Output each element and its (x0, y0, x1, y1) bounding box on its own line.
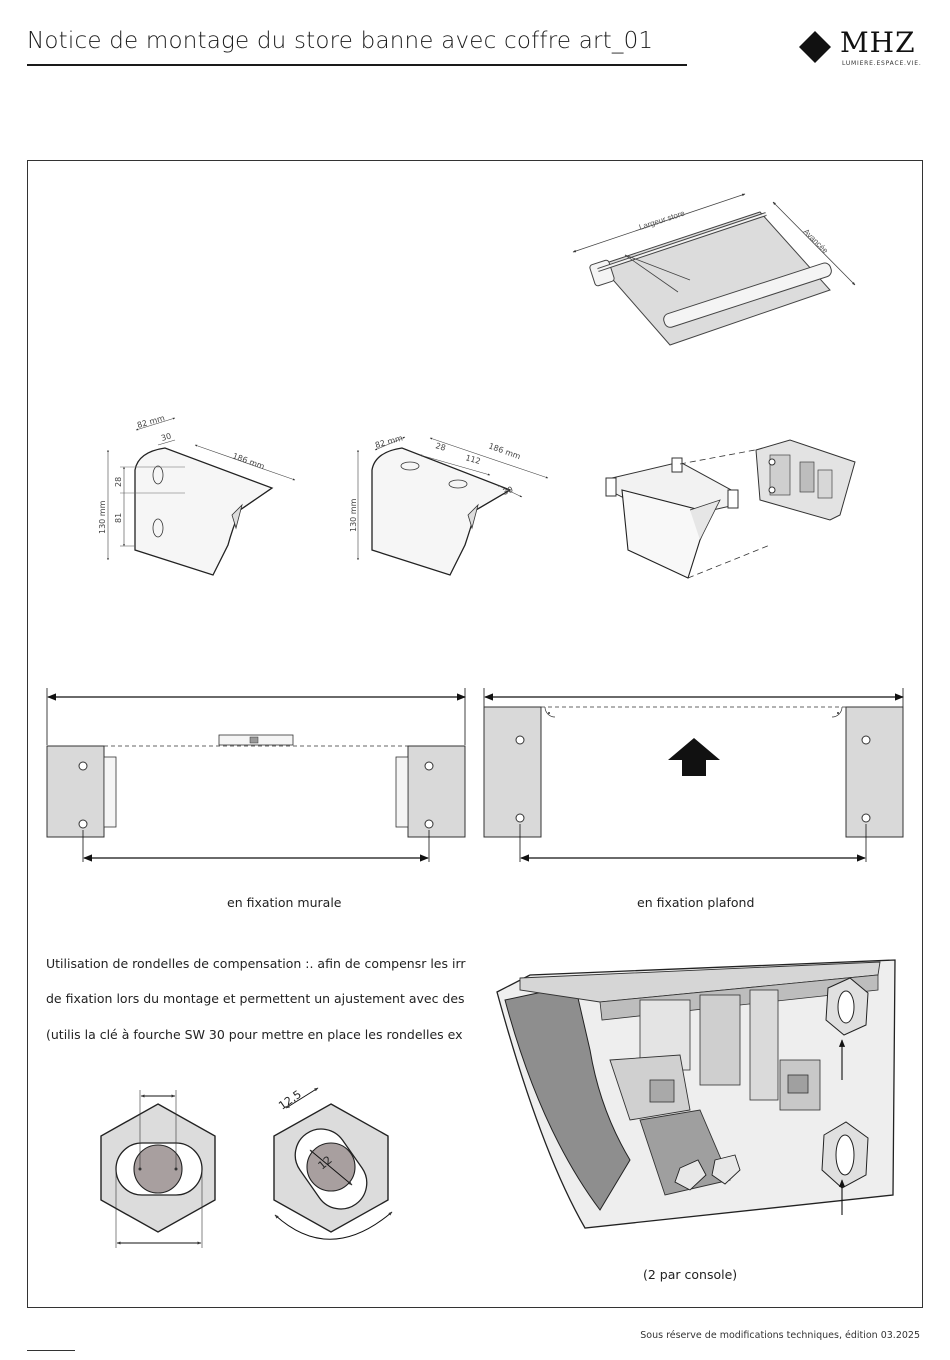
wall-dim-30: 30 (160, 431, 172, 442)
per-console-caption: (2 par console) (643, 1267, 738, 1282)
awning-projection-label: Avancée (802, 227, 831, 256)
brand-logo: MHZ LUMIERE.ESPACE.VIE. (798, 24, 928, 70)
washer-detail-straight (100, 1090, 216, 1248)
ceiling-dim-130: 130 mm (349, 498, 358, 532)
ceiling-bracket-drawing: 82 mm 28 186 mm 112 30 130 mm (349, 433, 549, 576)
diamond-logo-icon (799, 31, 831, 63)
instruction-line-1: Utilisation de rondelles de compensation… (46, 956, 466, 971)
ceiling-dim-28: 28 (434, 441, 446, 452)
instruction-frame (27, 160, 923, 1308)
washer-detail-rotated: 12,5 12 (273, 1087, 393, 1240)
title-underline (27, 64, 687, 66)
arrow-up-icon (668, 738, 720, 776)
instruction-line-2: de fixation lors du montage et permetten… (46, 991, 465, 1006)
bracket-assembly-drawing (605, 439, 856, 579)
footer-note: Sous réserve de modifications techniques… (640, 1330, 920, 1341)
footer-rule (27, 1350, 75, 1351)
instruction-line-3: (utilis la clé à fourche SW 30 pour mett… (46, 1027, 463, 1042)
logo-tagline: LUMIERE.ESPACE.VIE. (842, 60, 922, 67)
wall-mount-layout (46, 688, 466, 862)
wall-bracket-drawing: 82 mm 30 186 mm 28 81 130 mm (98, 413, 296, 576)
wall-dim-81: 81 (114, 513, 123, 523)
page-title: Notice de montage du store banne avec co… (27, 28, 654, 54)
ceiling-dim-186: 186 mm (487, 441, 522, 461)
washer-dim-12-5: 12,5 (276, 1088, 304, 1113)
wall-dim-130: 130 mm (98, 500, 107, 534)
ceiling-dim-30: 30 (502, 485, 515, 497)
wall-dim-28: 28 (114, 477, 123, 487)
awning-illustration: Largeur store Avancée (572, 193, 856, 346)
ceiling-dim-82: 82 mm (374, 433, 404, 450)
logo-wordmark: MHZ (840, 26, 916, 59)
ceiling-mount-layout (483, 688, 904, 862)
ceiling-dim-112: 112 (464, 453, 481, 466)
bracket-closeup-drawing (496, 959, 896, 1229)
wall-mount-caption: en fixation murale (227, 895, 342, 910)
wall-dim-82: 82 mm (136, 413, 166, 430)
awning-width-label: Largeur store (638, 208, 687, 231)
ceiling-mount-caption: en fixation plafond (637, 895, 755, 910)
wall-dim-186: 186 mm (231, 451, 266, 471)
